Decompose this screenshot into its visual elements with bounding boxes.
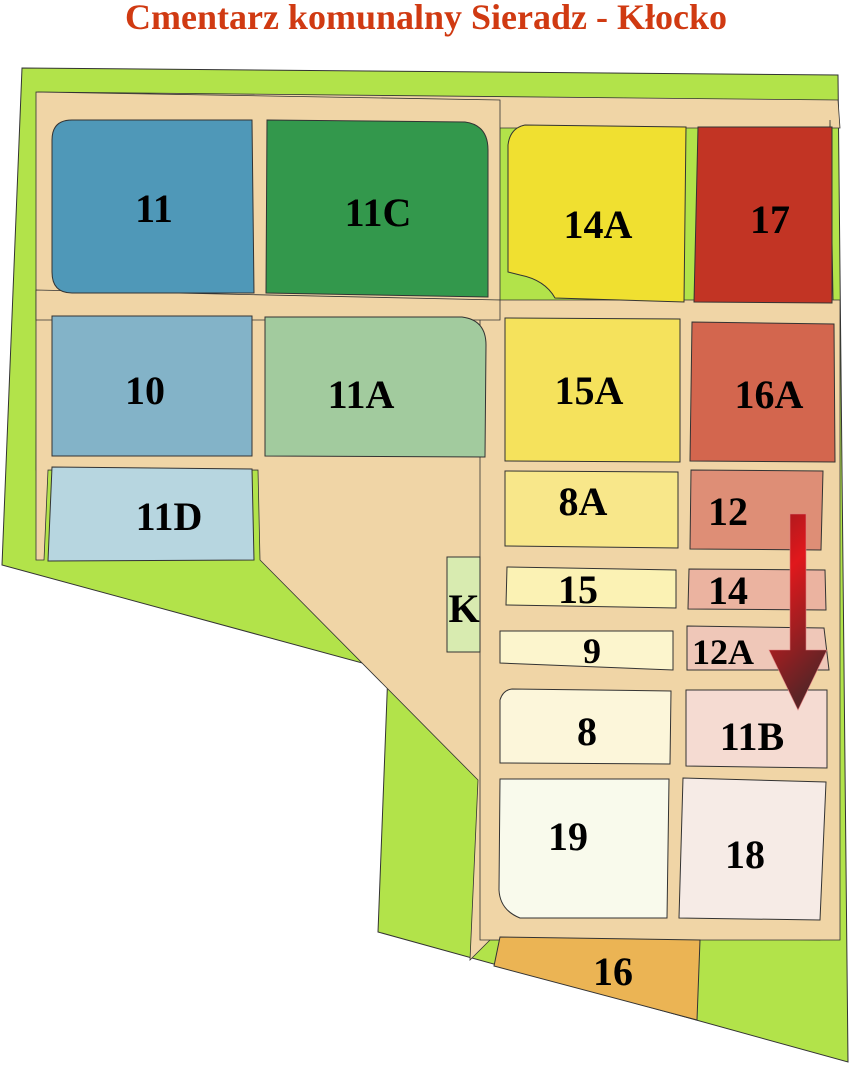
label-16: 16 (593, 949, 633, 994)
section-19[interactable] (498, 778, 670, 919)
section-15a[interactable] (504, 317, 681, 463)
label-15a: 15A (555, 368, 624, 413)
section-18[interactable] (678, 777, 827, 921)
arrow-down-icon (768, 513, 828, 711)
section-17[interactable] (693, 126, 833, 304)
section-11a[interactable] (264, 316, 487, 458)
label-11b: 11B (720, 714, 784, 759)
label-11c: 11C (345, 190, 412, 235)
label-12: 12 (708, 489, 748, 534)
section-11d[interactable] (47, 466, 255, 562)
label-8: 8 (577, 709, 597, 754)
section-14a[interactable] (507, 124, 687, 303)
label-17: 17 (750, 197, 790, 242)
section-labels: 11 11C 14A 17 10 11A 15A 16A 11D 8A 12 K… (125, 186, 804, 994)
section-16a[interactable] (689, 321, 836, 463)
label-k: K (448, 586, 479, 631)
label-18: 18 (725, 832, 765, 877)
section-15[interactable] (505, 566, 677, 609)
label-14a: 14A (564, 202, 633, 247)
label-11: 11 (135, 186, 173, 231)
section-10[interactable] (51, 315, 253, 457)
label-10: 10 (125, 368, 165, 413)
label-8a: 8A (559, 479, 608, 524)
label-11a: 11A (328, 372, 395, 417)
label-15: 15 (558, 567, 598, 612)
label-16a: 16A (735, 372, 804, 417)
section-11c[interactable] (265, 119, 489, 298)
section-8a[interactable] (504, 470, 679, 549)
section-k[interactable] (446, 556, 481, 653)
label-11d: 11D (136, 494, 203, 539)
section-11b[interactable] (685, 689, 828, 769)
section-9[interactable] (499, 630, 674, 671)
section-8[interactable] (499, 688, 672, 765)
map-title: Cmentarz komunalny Sieradz - Kłocko (125, 0, 727, 37)
label-9: 9 (583, 631, 601, 671)
label-19: 19 (548, 814, 588, 859)
section-16[interactable] (493, 936, 701, 1021)
label-14: 14 (708, 568, 748, 613)
label-12a: 12A (692, 632, 754, 672)
section-11[interactable] (51, 119, 255, 294)
